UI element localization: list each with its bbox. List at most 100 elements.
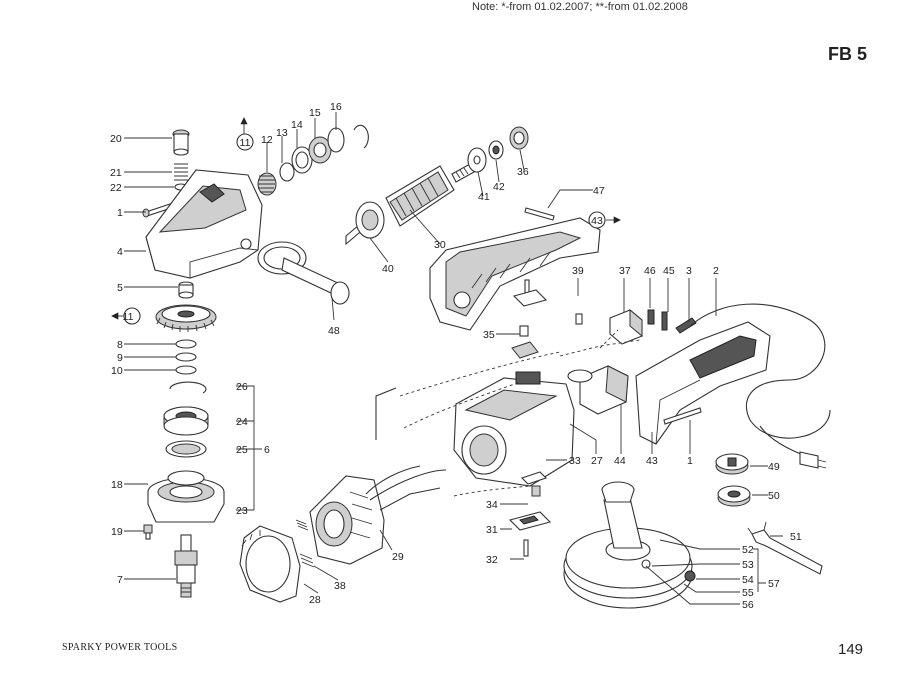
callout-46: 46 <box>644 265 656 277</box>
plate-31 <box>508 511 552 531</box>
washer-41 <box>467 147 487 173</box>
callout-29: 29 <box>392 551 404 563</box>
callout-45: 45 <box>663 265 675 277</box>
pinion <box>257 172 277 196</box>
callout-57: 57 <box>768 578 780 590</box>
callout-39: 39 <box>572 265 584 277</box>
plug <box>759 425 827 469</box>
pin-wrench <box>747 521 823 575</box>
callout-13: 13 <box>276 127 288 139</box>
callout-25: 25 <box>236 444 248 456</box>
spindle <box>174 534 198 598</box>
clamping-flange <box>717 485 751 507</box>
washer-9 <box>175 352 197 362</box>
callout-5: 5 <box>117 282 123 294</box>
callout-38: 38 <box>334 580 346 592</box>
callout-31: 31 <box>486 524 498 536</box>
stator-leads <box>365 465 447 501</box>
callout-20: 20 <box>110 133 122 145</box>
screw-47 <box>524 207 555 221</box>
callout-43-top: 43 <box>591 215 603 227</box>
spindle-lock-knob <box>172 129 190 156</box>
callout-35: 35 <box>483 329 495 341</box>
callout-52: 52 <box>742 544 754 556</box>
bearing-ring <box>291 146 313 174</box>
callout-40: 40 <box>382 263 394 275</box>
spring-38 <box>299 553 315 568</box>
callout-6: 6 <box>264 444 270 456</box>
flange-screw <box>143 524 153 540</box>
spring <box>174 163 188 181</box>
armature-bearing-front <box>308 136 332 164</box>
power-cord <box>689 303 831 439</box>
callout-42: 42 <box>493 181 505 193</box>
callout-1-left: 1 <box>117 207 123 219</box>
callout-34: 34 <box>486 499 498 511</box>
wiring-dashed <box>399 351 561 497</box>
callout-9: 9 <box>117 352 123 364</box>
callout-11-top: 11 <box>240 137 251 149</box>
gear-housing <box>145 169 263 279</box>
section-code: FB 5 <box>828 44 868 64</box>
stator <box>309 475 385 565</box>
armature <box>345 163 475 246</box>
callout-44: 44 <box>614 455 626 467</box>
callout-11-left: 11 <box>123 311 134 323</box>
side-handle <box>257 241 350 305</box>
washer-10 <box>175 365 197 375</box>
retaining-clip <box>353 124 369 149</box>
callout-32: 32 <box>486 554 498 566</box>
callout-27: 27 <box>591 455 603 467</box>
callout-8: 8 <box>117 339 123 351</box>
bushing <box>178 281 194 299</box>
callout-48: 48 <box>328 325 340 337</box>
callout-16: 16 <box>330 101 342 113</box>
callout-23: 23 <box>236 505 248 517</box>
revision-note: Note: *-from 01.02.2007; **-from 01.02.2… <box>472 1 688 13</box>
dust-guard <box>563 481 696 609</box>
callout-33: 33 <box>569 455 581 467</box>
ref-circle-43 <box>588 211 606 229</box>
callout-56: 56 <box>742 599 754 611</box>
callout-labels: 20 21 22 1 4 5 11 8 9 10 18 19 7 26 24 2… <box>110 101 802 611</box>
part-45 <box>661 311 668 331</box>
spring-upper <box>295 519 309 531</box>
handle-screw <box>663 407 702 425</box>
leader-lines <box>124 112 783 605</box>
part-34 <box>531 485 541 497</box>
brush-holder <box>511 325 539 359</box>
carbon-brush <box>575 313 583 325</box>
bevel-gear <box>155 304 217 332</box>
rear-handle <box>635 321 771 445</box>
callout-2: 2 <box>713 265 719 277</box>
callout-15: 15 <box>309 107 321 119</box>
callout-50: 50 <box>768 490 780 502</box>
callout-19: 19 <box>111 526 123 538</box>
part-46 <box>647 309 655 325</box>
cable-sleeve <box>675 317 697 334</box>
brand-footer: SPARKY POWER TOOLS <box>62 642 178 653</box>
callout-53: 53 <box>742 559 754 571</box>
motor-housing-half <box>429 217 601 331</box>
callout-51: 51 <box>790 531 802 543</box>
circlip <box>169 381 207 394</box>
switch-block <box>567 365 629 415</box>
ref-circle-11-left <box>123 307 141 325</box>
switch-wiring-dashed <box>559 329 641 357</box>
spacer-ring <box>279 162 295 182</box>
callout-3: 3 <box>686 265 692 277</box>
washer-8 <box>175 339 197 349</box>
callout-54: 54 <box>742 574 754 586</box>
fan <box>239 525 301 603</box>
dust-ring <box>327 127 345 153</box>
callout-49: 49 <box>768 461 780 473</box>
callout-22: 22 <box>110 182 122 194</box>
wiring <box>375 387 441 511</box>
callout-12: 12 <box>261 134 273 146</box>
callout-21: 21 <box>110 167 122 179</box>
callout-26: 26 <box>236 381 248 393</box>
ref-circle-11-top <box>236 133 254 151</box>
callout-55: 55 <box>742 587 754 599</box>
callout-7: 7 <box>117 574 123 586</box>
